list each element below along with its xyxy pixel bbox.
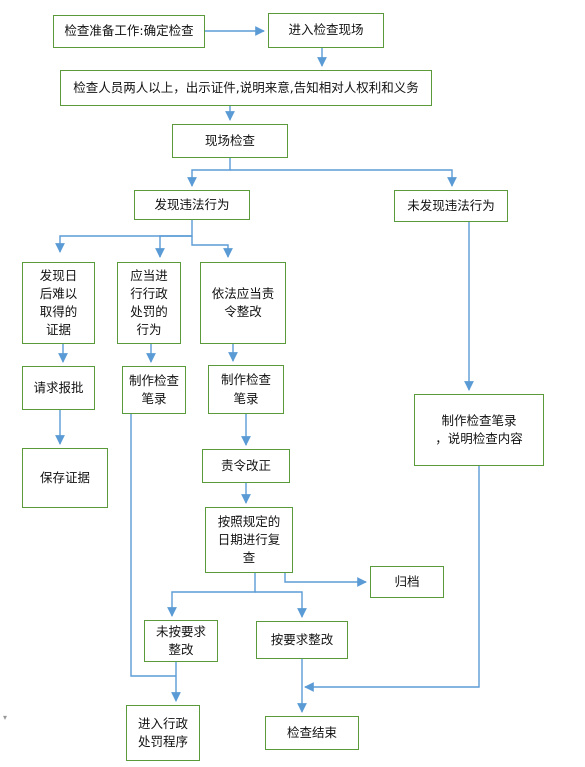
node-record-c: 制作检查笔录 ，说明检查内容 <box>414 394 544 466</box>
arrow-to-order-fix <box>191 236 233 258</box>
node-recheck: 按照规定的 日期进行复 查 <box>205 507 293 573</box>
node-request-approval: 请求报批 <box>22 366 95 410</box>
node-order-fix: 依法应当责 令整改 <box>200 262 286 344</box>
node-inspection-end: 检查结束 <box>265 716 359 750</box>
arrow-to-per-req <box>255 591 307 618</box>
arrow-to-archive <box>284 573 367 587</box>
node-prep: 检查准备工作:确定检查 <box>53 15 205 48</box>
arrow-found-split <box>55 220 193 253</box>
node-penalty-act: 应当进 行行政 处罚的 行为 <box>117 262 181 344</box>
arrow-to-not-per-req <box>167 573 256 617</box>
node-onsite-inspection: 现场检查 <box>172 124 288 158</box>
node-archive: 归档 <box>370 566 444 598</box>
node-enter-site: 进入检查现场 <box>268 13 384 48</box>
node-not-per-requirement: 未按要求 整改 <box>144 620 218 662</box>
arrow-to-penalty-act <box>155 235 192 258</box>
node-per-requirement: 按要求整改 <box>256 621 348 659</box>
node-hard-evidence: 发现日 后难以 取得的 证据 <box>22 262 95 344</box>
arrow-onsite-to-not-found <box>230 169 457 187</box>
node-no-violation: 未发现违法行为 <box>394 190 508 222</box>
node-record-b: 制作检查 笔录 <box>208 365 284 414</box>
node-admin-penalty: 进入行政 处罚程序 <box>126 705 200 761</box>
node-violation-found: 发现违法行为 <box>134 190 250 220</box>
arrow-onsite-to-found <box>187 158 231 187</box>
arrow-record-c-to-end <box>304 466 480 692</box>
node-save-evidence: 保存证据 <box>22 448 108 508</box>
scroll-marker-icon: ▾ <box>3 713 8 722</box>
node-record-a: 制作检查 笔录 <box>122 366 186 414</box>
node-order-correct: 责令改正 <box>202 449 290 483</box>
node-inspectors: 检查人员两人以上，出示证件,说明来意,告知相对人权利和义务 <box>60 70 432 106</box>
